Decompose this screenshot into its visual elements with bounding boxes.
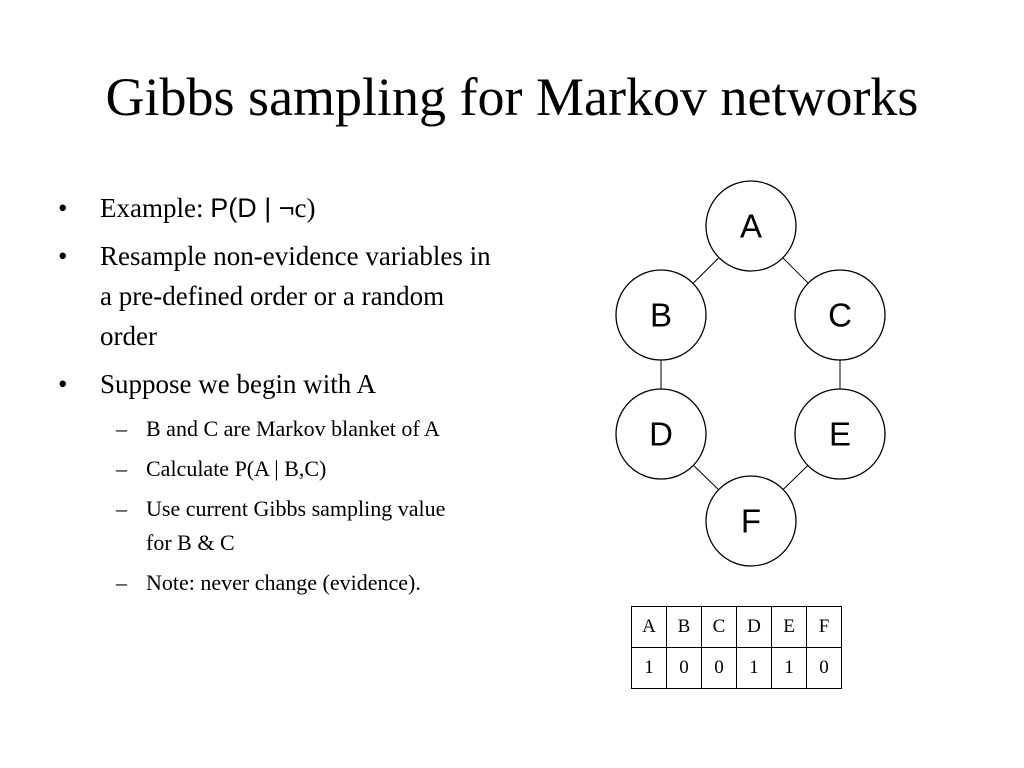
sub-bullet-text: Note: never change (evidence).	[146, 570, 421, 595]
bullet-suppose: • Suppose we begin with A	[58, 364, 498, 404]
edge-a-b	[692, 257, 720, 284]
table-header-cell: B	[666, 606, 702, 648]
bullet-suffix: c)	[294, 193, 316, 223]
bullet-example: • Example: P(D | ¬c)	[58, 188, 498, 228]
sub-bullet-text: Use current Gibbs sampling value for B &…	[146, 496, 446, 555]
table-header-cell: A	[631, 606, 667, 648]
node-circle	[615, 269, 707, 361]
node-e: E	[794, 388, 886, 480]
edge-e-f	[782, 465, 809, 490]
sub-bullet-text: B and C are Markov blanket of A	[146, 416, 440, 441]
sub-bullet-markov-blanket: – B and C are Markov blanket of A	[116, 412, 446, 446]
node-label: A	[740, 208, 762, 245]
bullet-prefix: Example:	[100, 193, 211, 223]
node-b: B	[615, 269, 707, 361]
bullet-marker: •	[58, 241, 68, 271]
node-label: E	[829, 416, 851, 453]
graph-edges	[660, 257, 841, 491]
bullet-formula: P(D | ¬	[210, 193, 295, 223]
sub-bullet-current-value: – Use current Gibbs sampling value for B…	[116, 492, 446, 560]
node-c: C	[794, 269, 886, 361]
table-value-cell: 1	[771, 647, 807, 689]
node-circle	[794, 388, 886, 480]
node-label: F	[741, 503, 761, 540]
bullet-text: Resample non-evidence variables in a pre…	[100, 241, 491, 351]
sub-bullet-marker: –	[116, 456, 127, 481]
bullet-text: Suppose we begin with A	[100, 369, 376, 399]
graph-nodes: A B C D E F	[615, 180, 886, 567]
sub-bullet-text: Calculate P(A | B,C)	[146, 456, 327, 481]
table-header-cell: C	[701, 606, 737, 648]
sub-bullet-note: – Note: never change (evidence).	[116, 566, 446, 600]
table-header-cell: F	[806, 606, 842, 648]
bullet-text: Example: P(D | ¬c)	[100, 188, 498, 228]
node-label: C	[828, 297, 852, 334]
sub-bullet-marker: –	[116, 416, 127, 441]
node-a: A	[705, 180, 797, 272]
bullet-list: • Example: P(D | ¬c) • Resample non-evid…	[58, 188, 498, 606]
node-label: D	[649, 416, 673, 453]
node-label: B	[650, 297, 672, 334]
node-circle	[794, 269, 886, 361]
edge-d-f	[693, 464, 719, 491]
table-header-cell: D	[736, 606, 772, 648]
table-value-cell: 1	[631, 647, 667, 689]
node-circle	[705, 180, 797, 272]
bullet-marker: •	[58, 193, 68, 223]
slide-title: Gibbs sampling for Markov networks	[105, 67, 919, 127]
sample-values-table: A B C D E F 1 0 0 1 1 0	[631, 606, 842, 689]
sub-bullet-calculate: – Calculate P(A | B,C)	[116, 452, 446, 486]
table-value-cell: 0	[666, 647, 702, 689]
sub-bullet-marker: –	[116, 496, 127, 521]
table-value-cell: 0	[806, 647, 842, 689]
node-d: D	[615, 388, 707, 480]
table-header-cell: E	[771, 606, 807, 648]
table-value-row: 1 0 0 1 1 0	[631, 647, 842, 689]
table-value-cell: 1	[736, 647, 772, 689]
bullet-resample: • Resample non-evidence variables in a p…	[58, 236, 498, 356]
edge-a-c	[782, 257, 809, 284]
bullet-marker: •	[58, 369, 68, 399]
node-f: F	[705, 475, 797, 567]
sub-bullet-marker: –	[116, 570, 127, 595]
node-circle	[615, 388, 707, 480]
table-value-cell: 0	[701, 647, 737, 689]
node-circle	[705, 475, 797, 567]
table-header-row: A B C D E F	[631, 606, 842, 648]
